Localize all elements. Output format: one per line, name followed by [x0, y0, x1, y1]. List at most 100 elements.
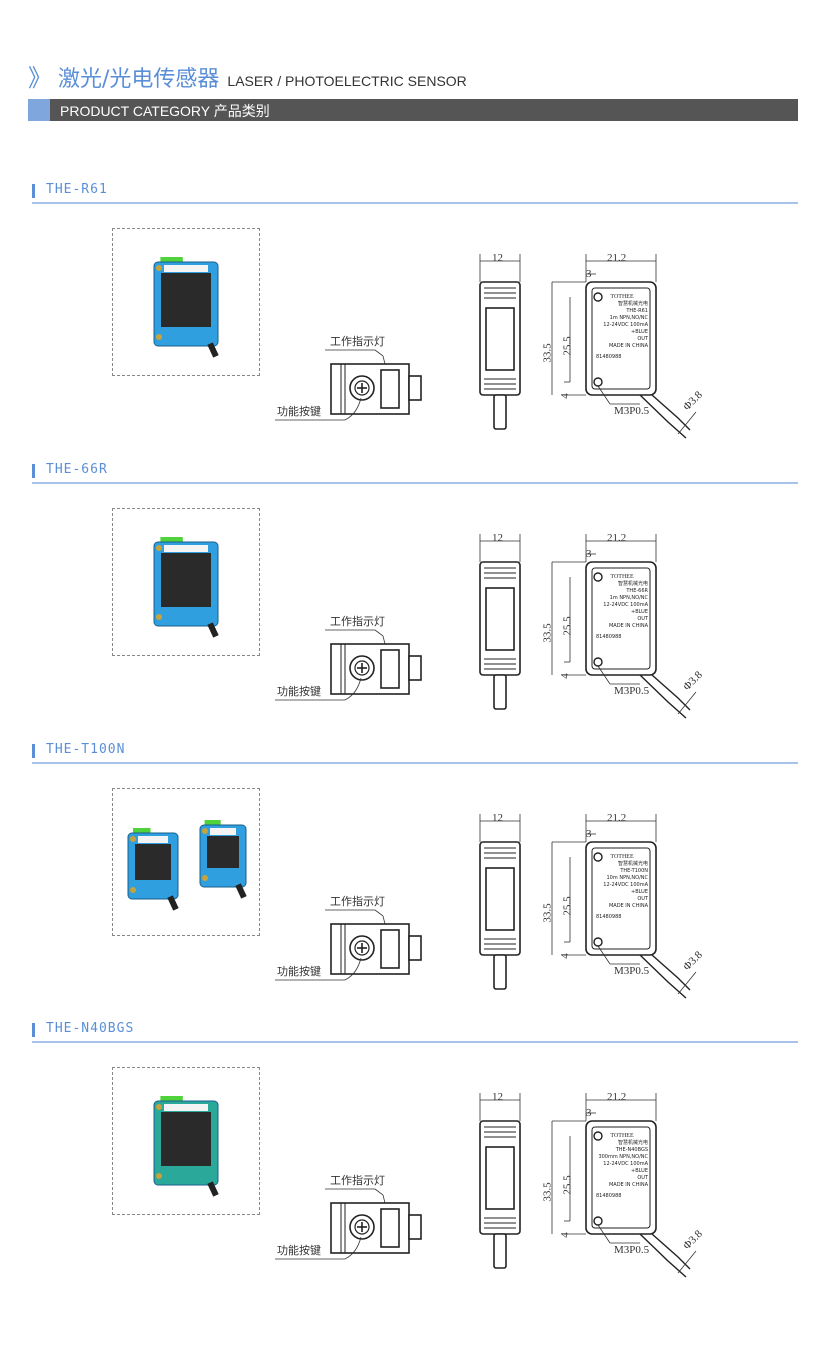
side-view-drawing [479, 814, 521, 990]
dim-bottom: 4 [558, 1232, 571, 1238]
section-title: THE-R61 [46, 182, 108, 197]
section-divider [32, 202, 798, 204]
plate-black: OUT [637, 1175, 648, 1181]
dim-front-width: 21.2 [607, 532, 627, 544]
dim-bottom: 4 [558, 393, 571, 399]
dim-offset: 3 [586, 1107, 592, 1119]
button-view-drawing [275, 909, 422, 981]
front-view-drawing [551, 254, 697, 439]
button-label: 功能按键 [277, 685, 321, 698]
plate-black: OUT [637, 336, 648, 342]
dim-offset: 3 [586, 548, 592, 560]
product-section-the-t100n: THE-T100N 工作指示灯 功能按键 [0, 742, 829, 1022]
plate-brand-cn: 智慧机械光电 [617, 861, 648, 867]
section-marker [32, 464, 35, 478]
category-bar-block [28, 99, 50, 121]
title-chinese: 激光/光电传感器 [58, 67, 220, 92]
dim-height-total: 33.5 [541, 623, 554, 643]
button-view-drawing [275, 629, 422, 701]
product-photo [112, 788, 260, 936]
dim-height-total: 33.5 [541, 903, 554, 923]
plate-brand: TOTHEE [610, 854, 634, 860]
plate-voltage: 12-24VDC 100mA [603, 1161, 648, 1167]
dim-height-inner: 25.5 [561, 336, 574, 356]
plate-param: 10m NPN,NO/NC [606, 875, 649, 881]
title-english: LASER / PHOTOELECTRIC SENSOR [227, 73, 467, 89]
side-view-drawing [479, 1093, 521, 1269]
dim-side-width: 12 [492, 812, 503, 824]
plate-brand: TOTHEE [610, 574, 634, 580]
plate-voltage: 12-24VDC 100mA [603, 322, 648, 328]
plate-brand: TOTHEE [610, 294, 634, 300]
sensor-photo [153, 537, 219, 638]
dim-bottom: 4 [558, 673, 571, 679]
button-label: 功能按键 [277, 405, 321, 418]
product-section-the-r61: THE-R61 工作指示灯 功能按键 [0, 182, 829, 462]
plate-serial: 81480988 [596, 634, 622, 640]
section-marker [32, 184, 35, 198]
dim-side-width: 12 [492, 1091, 503, 1103]
plate-model: THE-N40BGS [615, 1147, 648, 1153]
indicator-label: 工作指示灯 [330, 1174, 385, 1187]
product-section-the-66r: THE-66R 工作指示灯 功能按键 [0, 462, 829, 742]
plate-voltage: 12-24VDC 100mA [603, 882, 648, 888]
indicator-label: 工作指示灯 [330, 615, 385, 628]
sensor-photo-svg [127, 820, 247, 911]
dim-side-width: 12 [492, 532, 503, 544]
sensor-photo-svg [153, 257, 219, 358]
sensor-photo [153, 1096, 219, 1197]
side-view-drawing [479, 534, 521, 710]
plate-model: THE-66R [626, 588, 648, 594]
plate-brown: +BLUE [631, 889, 648, 895]
plate-param: 300mm NPN,NO/NC [598, 1154, 648, 1160]
dim-thread: M3P0.5 [614, 1244, 650, 1256]
front-view-drawing [551, 1093, 697, 1278]
plate-brand: TOTHEE [610, 1133, 634, 1139]
plate-brown: +BLUE [631, 609, 648, 615]
dim-offset: 3 [586, 268, 592, 280]
dim-thread: M3P0.5 [614, 405, 650, 417]
product-photo [112, 1067, 260, 1215]
dim-height-inner: 25.5 [561, 616, 574, 636]
plate-origin: MADE IN CHINA [608, 1182, 648, 1188]
dim-front-width: 21.2 [607, 1091, 627, 1103]
plate-black: OUT [637, 896, 648, 902]
dim-thread: M3P0.5 [614, 965, 650, 977]
sensor-photo [153, 257, 219, 358]
product-photo [112, 228, 260, 376]
dim-offset: 3 [586, 828, 592, 840]
front-view-drawing [551, 814, 697, 999]
button-view-drawing [275, 349, 422, 421]
button-view-drawing [275, 1188, 422, 1260]
plate-voltage: 12-24VDC 100mA [603, 602, 648, 608]
plate-origin: MADE IN CHINA [608, 623, 648, 629]
section-divider [32, 762, 798, 764]
product-photo [112, 508, 260, 656]
plate-brown: +BLUE [631, 1168, 648, 1174]
sensor-photo-left [127, 828, 179, 911]
chevron-icon: 》 [28, 64, 52, 92]
sensor-photo-right [199, 820, 247, 899]
plate-model: THE-R61 [626, 308, 648, 314]
dim-front-width: 21.2 [607, 252, 627, 264]
page-header: 》 激光/光电传感器 LASER / PHOTOELECTRIC SENSOR [28, 58, 467, 92]
indicator-label: 工作指示灯 [330, 335, 385, 348]
dim-height-total: 33.5 [541, 1182, 554, 1202]
sensor-photo-svg [153, 1096, 219, 1197]
plate-serial: 81480988 [596, 1193, 622, 1199]
section-marker [32, 744, 35, 758]
dim-height-inner: 25.5 [561, 896, 574, 916]
dim-bottom: 4 [558, 953, 571, 959]
dim-front-width: 21.2 [607, 812, 627, 824]
front-view-drawing [551, 534, 697, 719]
section-marker [32, 1023, 35, 1037]
dim-height-inner: 25.5 [561, 1175, 574, 1195]
plate-brand-cn: 智慧机械光电 [617, 301, 648, 307]
indicator-label: 工作指示灯 [330, 895, 385, 908]
side-view-drawing [479, 254, 521, 430]
section-divider [32, 482, 798, 484]
section-divider [32, 1041, 798, 1043]
